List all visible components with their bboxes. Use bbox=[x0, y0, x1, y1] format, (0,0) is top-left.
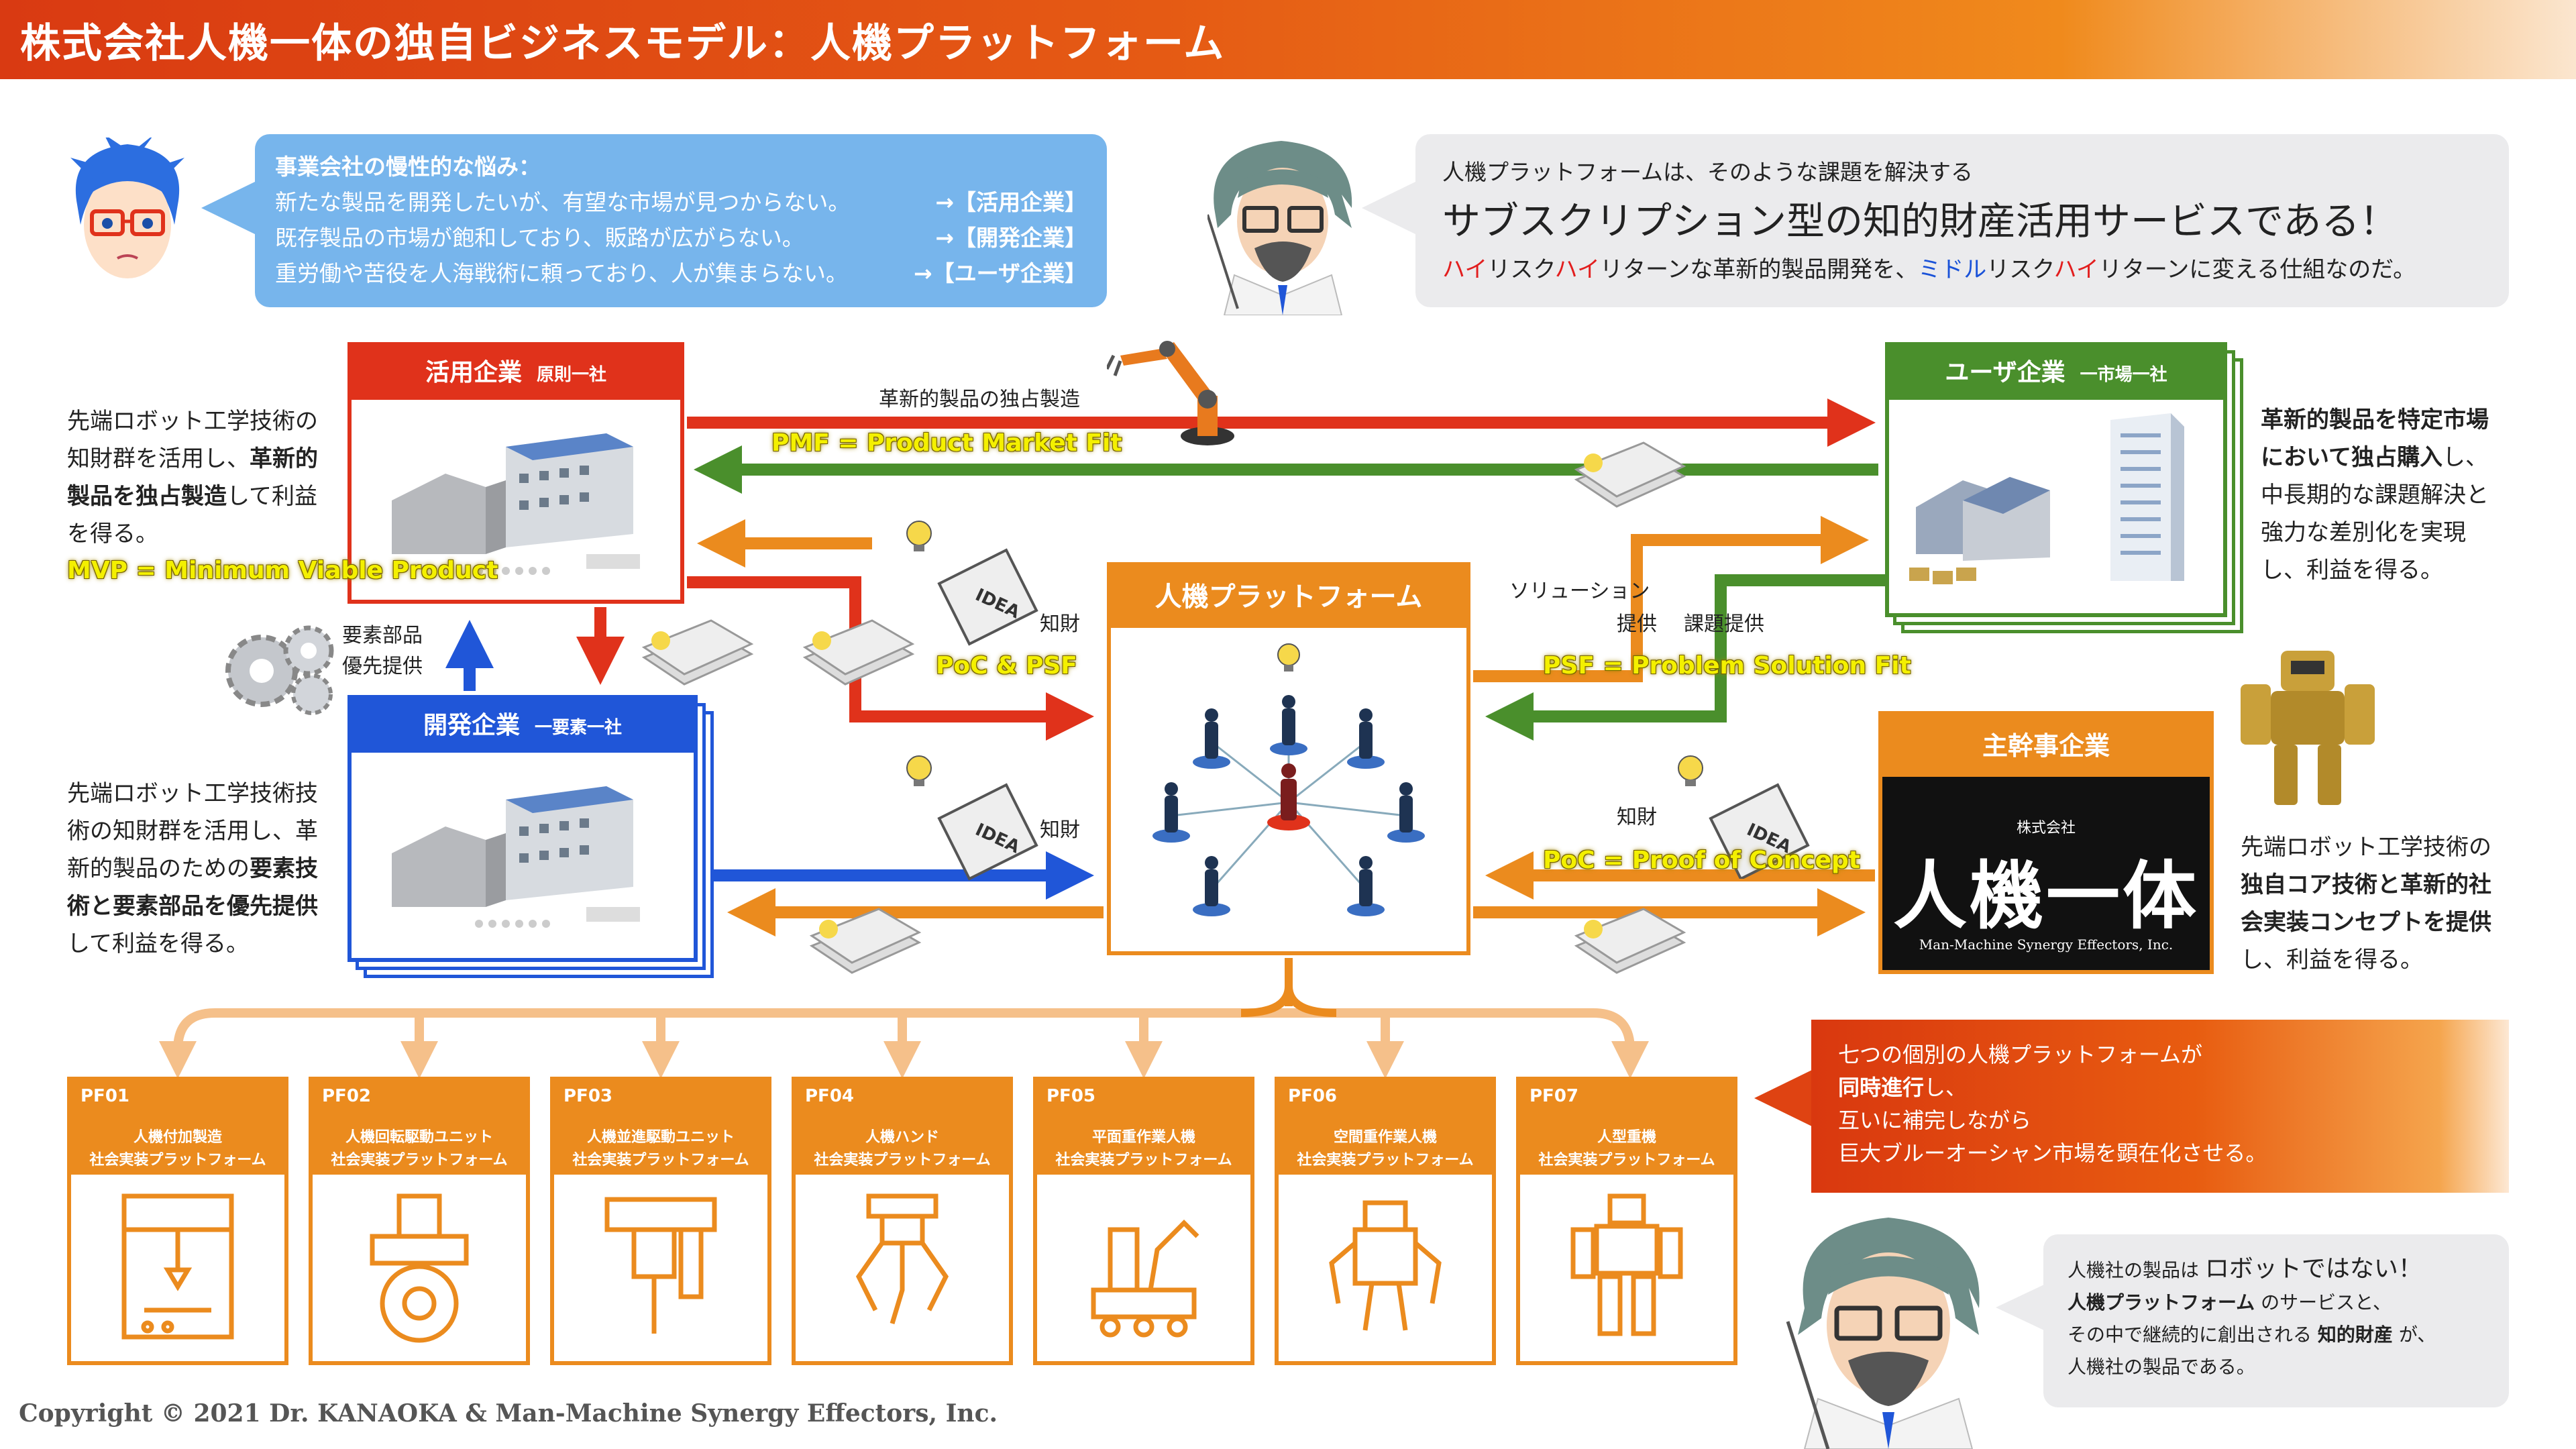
logo-english-text: Man-Machine Synergy Effectors, Inc. bbox=[1919, 936, 2174, 953]
mobile-manipulator-icon bbox=[1091, 1220, 1199, 1338]
label-chizai-3: 知財 bbox=[1617, 806, 1657, 829]
user-company-box: ユーザ企業一市場一社 bbox=[1885, 342, 2227, 617]
shukan-company-box: 主幹事企業 株式会社 人機一体 Man-Machine Synergy Effe… bbox=[1878, 711, 2214, 974]
money-stack-icon bbox=[641, 619, 754, 686]
money-stack-icon bbox=[809, 908, 922, 974]
question-heading: 事業会社の慢性的な悩み： bbox=[275, 154, 541, 180]
people-network-icon bbox=[1152, 643, 1425, 916]
warehouse-and-building-icon bbox=[1909, 413, 2184, 584]
label-parts-2: 優先提供 bbox=[342, 655, 423, 678]
dual-arm-robot-icon bbox=[1329, 1200, 1442, 1331]
answer-line-3: ハイリスクハイリターンな革新的製品開発を、ミドルリスクハイリターンに変える仕組な… bbox=[1442, 256, 2416, 283]
katsuyou-description: 先端ロボット工学技術の知財群を活用し、革新的製品を独占製造して利益を得る。 bbox=[67, 408, 318, 547]
arrow-platform-to-user bbox=[1473, 516, 1869, 682]
label-parts-1: 要素部品 bbox=[342, 624, 423, 647]
pf-note: 七つの個別の人機プラットフォームが同時進行し、互いに補完しながら巨大ブルーオーシ… bbox=[1811, 1020, 2509, 1193]
page-title: 株式会社人機一体の独自ビジネスモデル：人機プラットフォーム bbox=[20, 20, 1226, 67]
user-description: 革新的製品を特定市場において独占購入し、中長期的な課題解決と強力な差別化を実現し… bbox=[2261, 407, 2489, 584]
label-mvp: MVP = Minimum Viable Product bbox=[67, 557, 498, 584]
label-poc: PoC = Proof of Concept bbox=[1543, 847, 1861, 874]
answer-bubble-tail bbox=[1362, 181, 1417, 235]
platform-header: 人機プラットフォーム bbox=[1111, 566, 1466, 628]
3d-printer-icon bbox=[121, 1193, 234, 1340]
user-header: ユーザ企業一市場一社 bbox=[1889, 346, 2223, 400]
idea-clipboard-icon: IDEA bbox=[906, 521, 1038, 646]
copyright-text: Copyright © 2021 Dr. KANAOKA & Man-Machi… bbox=[19, 1399, 998, 1428]
professor-avatar-bottom-icon bbox=[1786, 1218, 1980, 1449]
exoskeleton-robot-icon bbox=[2241, 651, 2375, 805]
money-stack-icon bbox=[802, 619, 915, 686]
money-stack-icon bbox=[1574, 908, 1686, 974]
label-pmf: PMF = Product Market Fit bbox=[771, 429, 1122, 457]
label-monopoly: 革新的製品の独占製造 bbox=[879, 388, 1080, 411]
factory-icon bbox=[392, 433, 640, 575]
robot-hand-icon bbox=[855, 1193, 949, 1325]
label-chizai-1: 知財 bbox=[1040, 612, 1080, 636]
label-chizai-2: 知財 bbox=[1040, 818, 1080, 842]
logo-small-text: 株式会社 bbox=[2016, 820, 2076, 837]
label-solution-2: 提供 bbox=[1617, 612, 1657, 636]
arrow-user-to-platform bbox=[1485, 574, 1885, 741]
factory-icon bbox=[392, 786, 640, 928]
platform-box: 人機プラットフォーム bbox=[1107, 562, 1470, 955]
question-row: 新たな製品を開発したいが、有望な市場が見つからない。→【活用企業】 bbox=[275, 189, 1087, 215]
rotary-motor-icon bbox=[370, 1193, 469, 1343]
young-man-avatar-icon bbox=[70, 138, 184, 278]
shukan-header: 主幹事企業 bbox=[1882, 715, 2210, 777]
linear-actuator-icon bbox=[604, 1197, 717, 1334]
kaihatsu-description: 先端ロボット工学技術技術の知財群を活用し、革新的製品のための要素技術と要素部品を… bbox=[67, 780, 318, 957]
pf-note-tail bbox=[1754, 1070, 1812, 1126]
idea-clipboard-icon: IDEA bbox=[1678, 755, 1810, 879]
question-bubble: 事業会社の慢性的な悩み： 新たな製品を開発したいが、有望な市場が見つからない。→… bbox=[255, 134, 1107, 307]
katsuyou-company-box: 活用企業原則一社 bbox=[347, 342, 684, 604]
kaihatsu-company-box: 開発企業一要素一社 bbox=[347, 695, 698, 962]
company-logo-text: 人機一体 bbox=[1893, 853, 2199, 939]
answer-headline: サブスクリプション型の知的財産活用サービスである！ bbox=[1442, 199, 2398, 244]
question-row: 既存製品の市場が飽和しており、販路が広がらない。→【開発企業】 bbox=[275, 225, 1087, 251]
bottom-bubble-tail bbox=[1996, 1285, 2044, 1330]
katsuyou-header: 活用企業原則一社 bbox=[352, 346, 680, 400]
shukan-description: 先端ロボット工学技術の独自コア技術と革新的社会実装コンセプトを提供し、利益を得る… bbox=[2241, 834, 2491, 973]
bottom-bubble: 人機社の製品は ロボットではない！ 人機プラットフォーム のサービスと、 その中… bbox=[2043, 1234, 2509, 1407]
question-row: 重労働や苦役を人海戦術に頼っており、人が集まらない。→【ユーザ企業】 bbox=[275, 260, 1087, 286]
label-solution-1: ソリューション bbox=[1509, 580, 1650, 603]
answer-bubble: 人機プラットフォームは、そのような課題を解決する サブスクリプション型の知的財産… bbox=[1415, 134, 2509, 307]
title-bar bbox=[0, 0, 2576, 79]
label-kadai: 課題提供 bbox=[1684, 612, 1764, 636]
lightbulb-icon bbox=[1277, 643, 1300, 672]
money-stack-icon bbox=[1574, 441, 1686, 508]
label-poc-psf: PoC & PSF bbox=[936, 652, 1077, 680]
kaihatsu-header: 開発企業一要素一社 bbox=[352, 699, 694, 753]
professor-avatar-icon bbox=[1208, 141, 1352, 315]
question-bubble-tail bbox=[201, 181, 256, 235]
humanoid-robot-icon bbox=[1570, 1193, 1683, 1336]
idea-clipboard-icon: IDEA bbox=[906, 755, 1038, 881]
label-psf: PSF = Problem Solution Fit bbox=[1543, 652, 1911, 680]
robot-arm-icon bbox=[1107, 341, 1234, 445]
gears-icon bbox=[225, 625, 334, 715]
answer-line-1: 人機プラットフォームは、そのような課題を解決する bbox=[1442, 159, 1974, 185]
